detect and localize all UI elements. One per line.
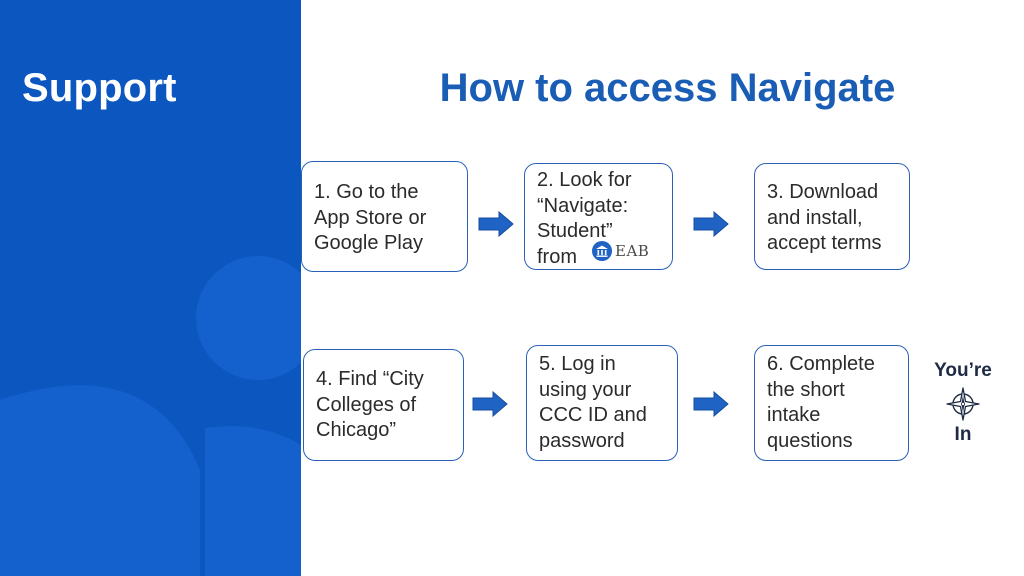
step-6-box: 6. Complete the short intake questions <box>754 345 909 461</box>
step-3-text: 3. Download and install, accept terms <box>767 181 882 254</box>
step-1-box: 1. Go to the App Store or Google Play <box>301 161 468 272</box>
step-2-text: 2. Look for “Navigate: Student” from <box>537 169 632 268</box>
badge-line-2: In <box>954 424 972 445</box>
arrow-right-icon <box>693 391 729 417</box>
step-4-text: 4. Find “City Colleges of Chicago” <box>316 368 424 441</box>
eab-logo: EAB <box>592 240 649 262</box>
step-6-text: 6. Complete the short intake questions <box>767 353 875 452</box>
decorative-shapes <box>0 256 301 576</box>
page-title: How to access Navigate <box>439 66 896 110</box>
eab-logo-text: EAB <box>615 242 650 260</box>
step-2-box: 2. Look for “Navigate: Student” from <box>524 163 673 270</box>
step-5-text: 5. Log in using your CCC ID and password <box>539 353 647 452</box>
sidebar: Support <box>0 0 301 576</box>
compass-icon <box>946 387 980 421</box>
arrow-right-icon <box>472 391 508 417</box>
institution-icon <box>592 241 612 261</box>
step-4-box: 4. Find “City Colleges of Chicago” <box>303 349 464 461</box>
arrow-right-icon <box>693 211 729 237</box>
step-1-text: 1. Go to the App Store or Google Play <box>314 181 427 254</box>
youre-in-badge: You’re In <box>926 360 1000 446</box>
badge-line-1: You’re <box>934 360 992 381</box>
step-5-box: 5. Log in using your CCC ID and password <box>526 345 678 461</box>
arrow-right-icon <box>478 211 514 237</box>
step-3-box: 3. Download and install, accept terms <box>754 163 910 270</box>
sidebar-title: Support <box>22 66 177 110</box>
